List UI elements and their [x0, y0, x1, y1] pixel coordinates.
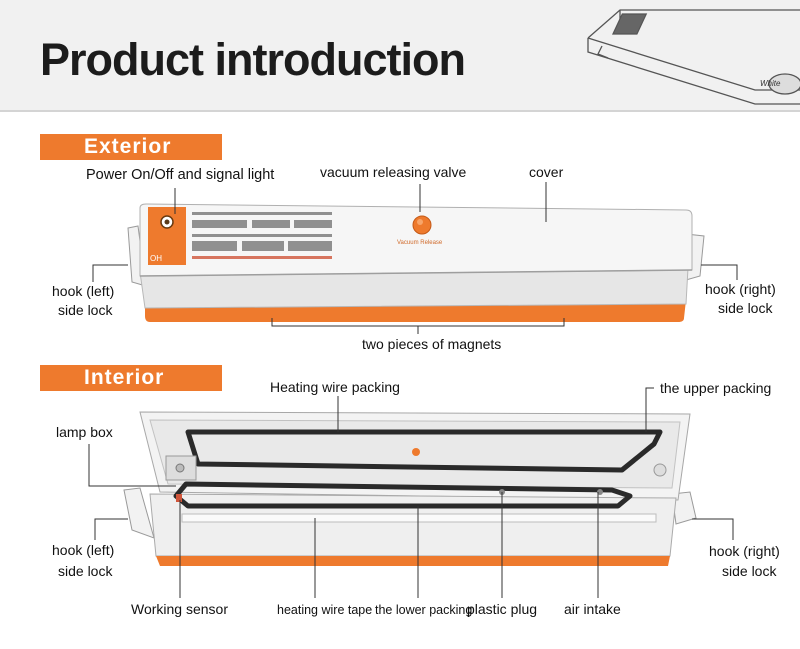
label-cover: cover [529, 164, 564, 180]
valve-caption: Vacuum Release [397, 240, 443, 246]
exterior-section-tag: Exterior [40, 134, 222, 160]
label-sidelock-right-ext: side lock [718, 300, 773, 316]
label-hook-right-int: hook (right) [709, 543, 780, 559]
label-lower-packing: the lower packing [375, 603, 473, 617]
header-banner: Product introduction White [0, 0, 800, 112]
page-title: Product introduction [40, 34, 466, 85]
label-air-intake: air intake [564, 601, 621, 617]
label-magnets: two pieces of magnets [362, 336, 502, 352]
device-sketch-illustration: White [587, 9, 800, 105]
label-sidelock-right-int: side lock [722, 563, 777, 579]
label-plastic-plug: plastic plug [467, 601, 538, 617]
label-working-sensor: Working sensor [131, 601, 229, 617]
label-valve: vacuum releasing valve [320, 164, 467, 180]
label-hook-left-ext: hook (left) [52, 283, 115, 299]
interior-section-tag: Interior [40, 365, 222, 391]
label-sidelock-left-int: side lock [58, 563, 113, 579]
label-heating-wire-packing: Heating wire packing [270, 379, 400, 395]
label-power: Power On/Off and signal light [86, 167, 275, 183]
label-hook-right-ext: hook (right) [705, 281, 776, 297]
label-hook-left-int: hook (left) [52, 542, 115, 558]
label-lamp-box: lamp box [56, 424, 113, 440]
label-heating-wire-tape: heating wire tape [277, 603, 373, 617]
svg-text:White: White [760, 79, 781, 88]
label-upper-packing: the upper packing [660, 380, 772, 396]
label-sidelock-left-ext: side lock [58, 302, 113, 318]
panel-word: OH [150, 254, 162, 263]
